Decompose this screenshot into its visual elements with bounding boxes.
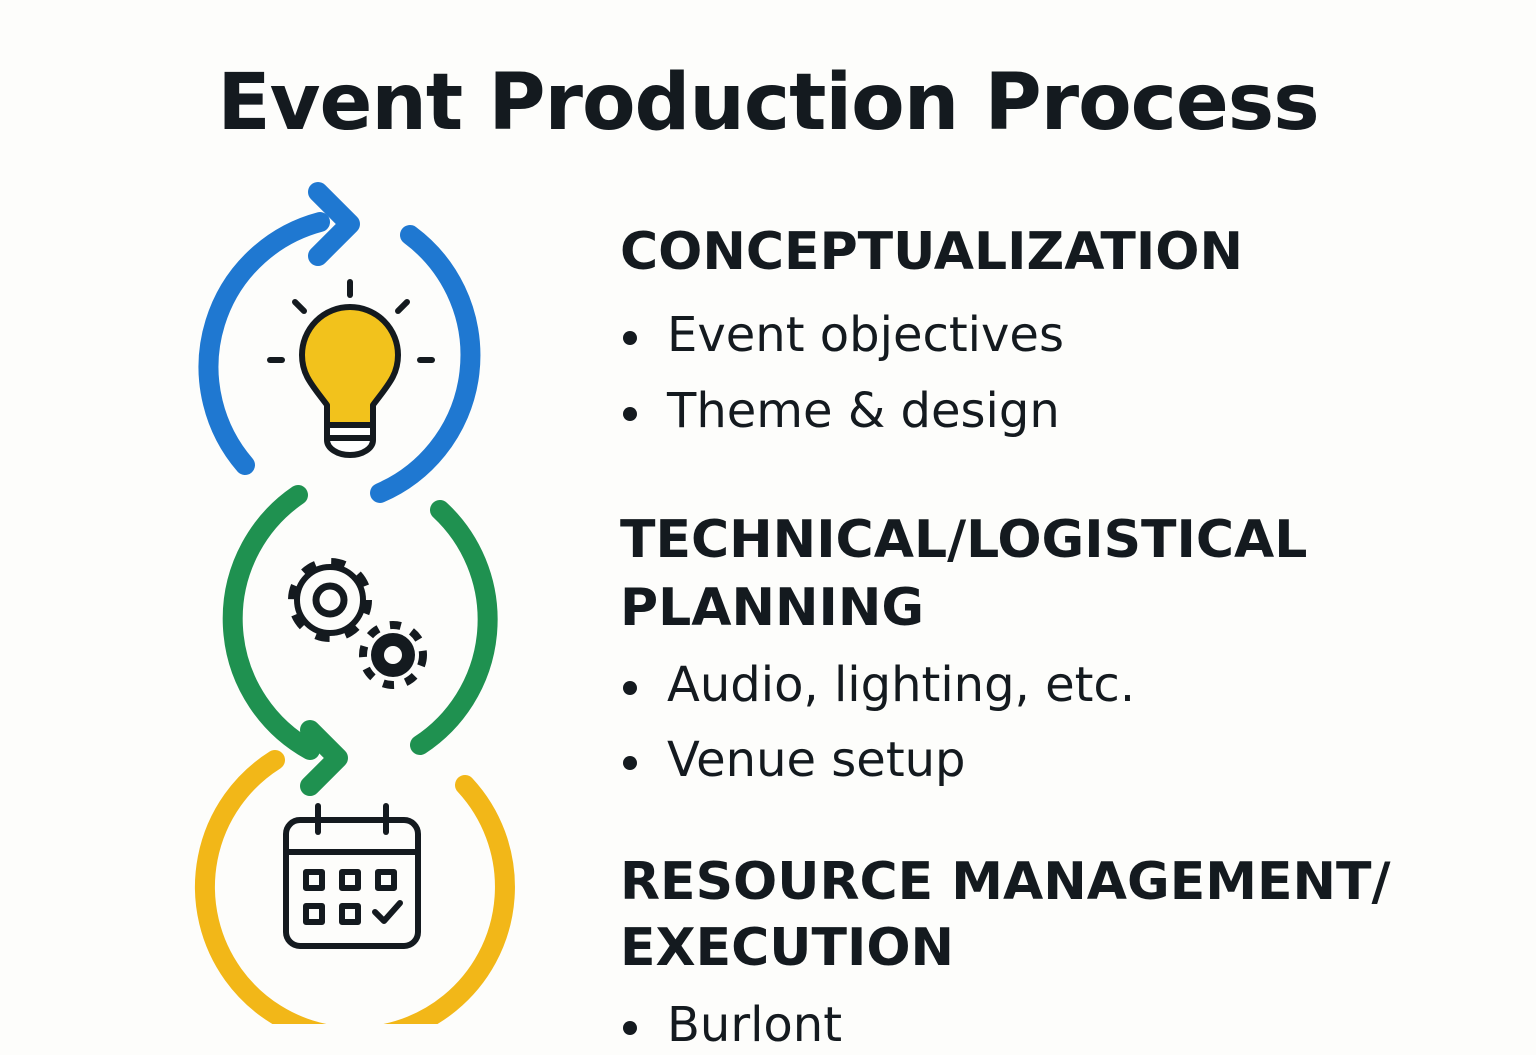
green-arrow-head-icon bbox=[300, 720, 348, 796]
green-cycle-ring bbox=[222, 485, 498, 760]
bullet-item: Burlont bbox=[620, 995, 842, 1055]
bullet-dot-icon bbox=[623, 407, 637, 421]
bullet-item: Venue setup bbox=[620, 730, 966, 790]
bullet-dot-icon bbox=[623, 756, 637, 770]
section-heading-resource-management: RESOURCE MANAGEMENT/ bbox=[620, 852, 1391, 912]
blue-arrow-head-icon bbox=[308, 182, 360, 266]
page-title: Event Production Process bbox=[217, 58, 1319, 148]
bullet-dot-icon bbox=[623, 1021, 637, 1035]
bullet-item: Theme & design bbox=[620, 381, 1060, 441]
section-heading-technical-planning-line2: PLANNING bbox=[620, 578, 925, 638]
bullet-dot-icon bbox=[623, 681, 637, 695]
lightbulb-icon bbox=[267, 279, 435, 458]
yellow-cycle-ring bbox=[194, 750, 515, 1024]
calendar-icon bbox=[283, 803, 421, 949]
bullet-item: Audio, lighting, etc. bbox=[620, 655, 1135, 715]
bullet-item: Event objectives bbox=[620, 305, 1064, 365]
blue-cycle-ring bbox=[198, 212, 481, 503]
process-cycle-graphic bbox=[194, 182, 515, 1024]
section-heading-resource-management-line2: EXECUTION bbox=[620, 918, 955, 978]
gears-icon bbox=[288, 558, 427, 689]
bullet-dot-icon bbox=[623, 331, 637, 345]
section-heading-technical-planning: TECHNICAL/LOGISTICAL bbox=[620, 510, 1308, 570]
section-heading-conceptualization: CONCEPTUALIZATION bbox=[620, 222, 1243, 282]
